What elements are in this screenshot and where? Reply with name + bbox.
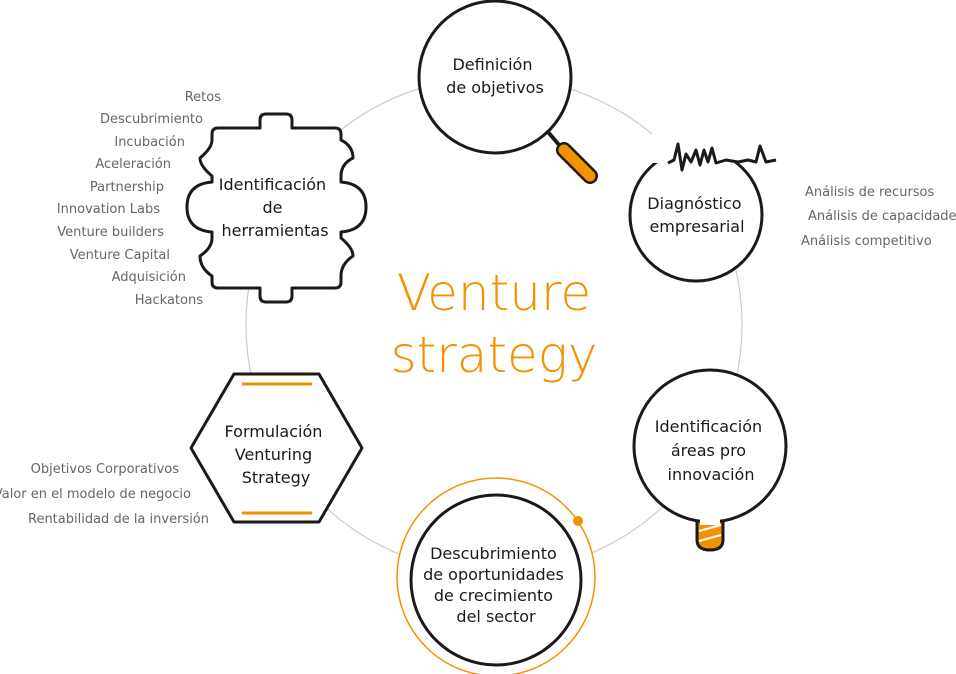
node-descubrimiento-label: Descubrimiento de oportunidades de creci…: [423, 544, 569, 626]
list-item: Rentabilidad de la inversión: [28, 512, 209, 527]
node-identificacion-areas-label: Identificación áreas pro innovación: [655, 417, 768, 484]
node-definicion-label: Definición de objetivos: [446, 55, 544, 97]
list-item: Venture Capital: [70, 248, 170, 263]
node-formulacion-venturing: Formulación Venturing Strategy: [189, 372, 364, 524]
list-item: Objetivos Corporativos: [31, 462, 180, 477]
node-formulacion-label: Formulación Venturing Strategy: [225, 422, 328, 487]
node-definicion-objetivos: Definición de objetivos: [417, 0, 598, 184]
node-diagnostico-label: Diagnóstico empresarial: [647, 194, 746, 236]
list-item: Valor en el modelo de negocio: [0, 487, 191, 502]
magnifier-icon: [546, 130, 598, 184]
list-item: Adquisición: [112, 270, 186, 285]
center-title-line-2: strategy: [391, 326, 598, 384]
list-item: Aceleración: [95, 157, 171, 172]
list-item: Partnership: [90, 180, 164, 195]
list-formulacion: Objetivos Corporativos Valor en el model…: [0, 462, 209, 527]
node-descubrimiento-oportunidades: Descubrimiento de oportunidades de creci…: [396, 477, 596, 674]
lightbulb-icon: [695, 518, 725, 552]
list-herramientas: Retos Descubrimiento Incubación Acelerac…: [57, 90, 221, 308]
list-item: Análisis competitivo: [801, 234, 932, 249]
list-item: Venture builders: [57, 225, 164, 240]
ring-dot: [573, 516, 583, 526]
center-title-line-1: Venture: [397, 264, 591, 322]
list-item: Hackatons: [135, 293, 203, 308]
list-item: Análisis de capacidades: [808, 209, 956, 224]
node-identificacion-herramientas: Identificación de herramientas: [185, 112, 368, 304]
pulse-line: [667, 142, 777, 172]
hexagon-icon: [189, 372, 364, 524]
list-item: Innovation Labs: [57, 202, 160, 217]
list-item: Retos: [185, 90, 221, 105]
list-diagnostico: Análisis de recursos Análisis de capacid…: [801, 185, 956, 249]
list-item: Descubrimiento: [100, 112, 203, 127]
node-identificacion-areas: Identificación áreas pro innovación: [632, 368, 788, 552]
list-item: Incubación: [114, 135, 185, 150]
pulse-circle-icon: [628, 147, 764, 283]
list-item: Análisis de recursos: [805, 185, 935, 200]
node-herramientas-label: Identificación de herramientas: [219, 175, 332, 240]
node-diagnostico-empresarial: Diagnóstico empresarial: [620, 134, 777, 283]
gear-icon: [185, 112, 368, 304]
